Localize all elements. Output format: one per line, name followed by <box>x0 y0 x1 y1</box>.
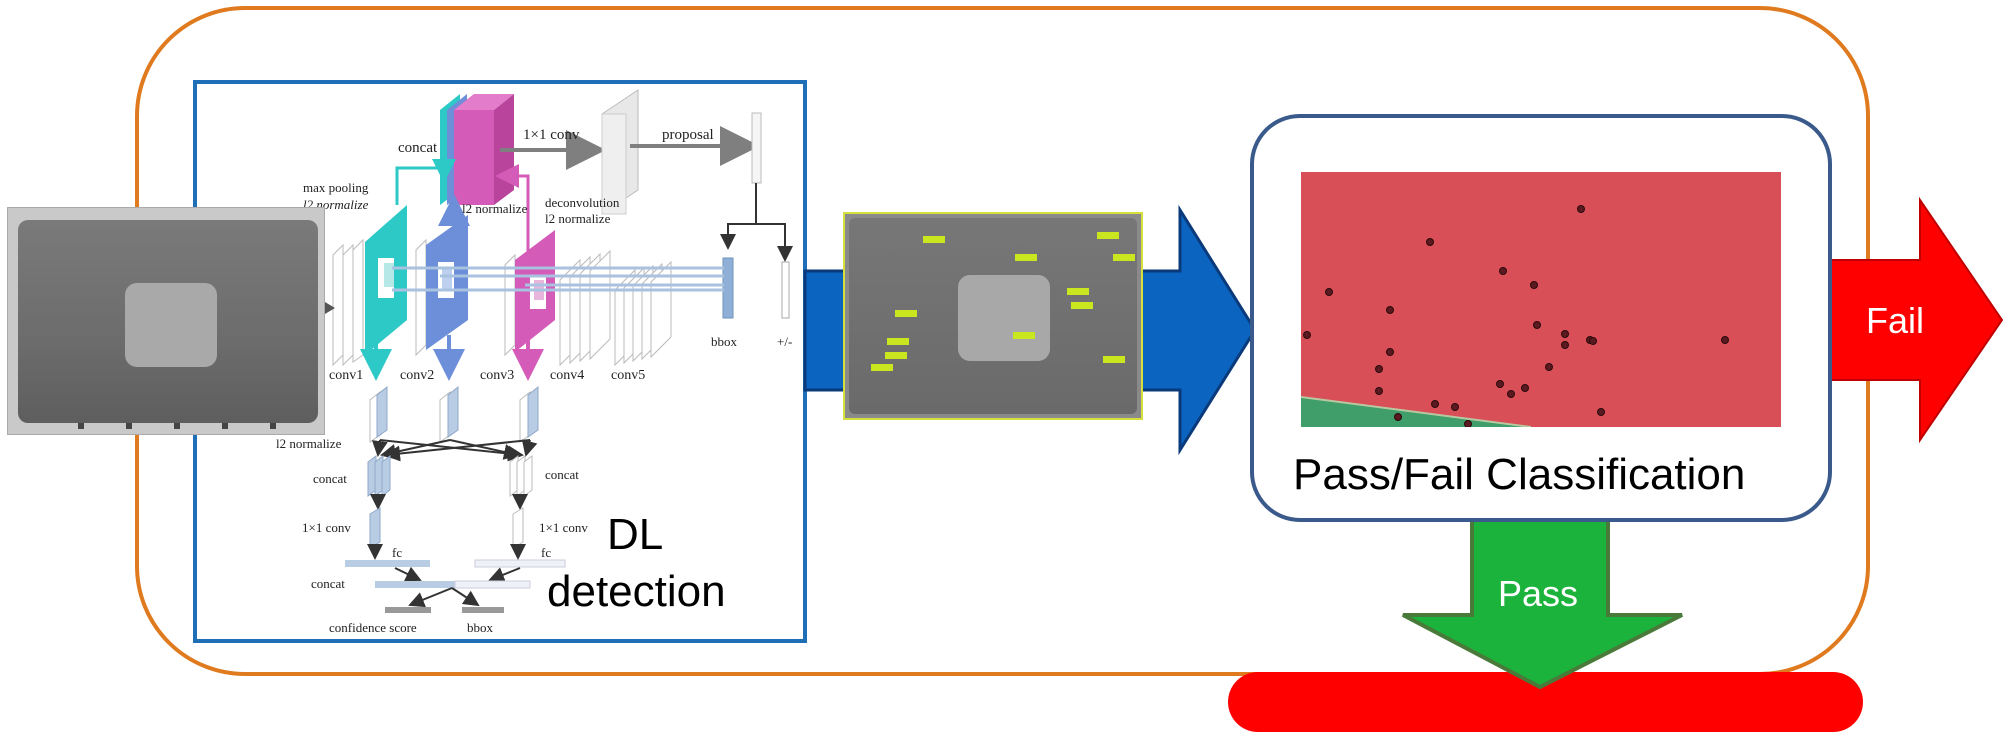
data-point <box>1533 321 1541 329</box>
network-diagram <box>332 89 793 613</box>
data-point <box>1325 288 1333 296</box>
label-plus-minus: +/- <box>777 334 793 349</box>
data-point <box>1426 238 1434 246</box>
conv2-layers <box>415 215 468 357</box>
detection-box <box>923 236 945 243</box>
label-deconvolution: deconvolution <box>545 195 620 210</box>
label-conv5: conv5 <box>611 368 646 383</box>
data-point <box>1561 330 1569 338</box>
data-point <box>1721 336 1729 344</box>
label-bbox-top: bbox <box>711 334 737 349</box>
label-concat-top: concat <box>398 140 438 156</box>
data-point <box>1499 267 1507 275</box>
cyan-maxpool <box>365 205 407 355</box>
fail-arrow <box>1822 196 2004 444</box>
label-1x1-conv-right: 1×1 conv <box>539 520 588 535</box>
detection-box <box>895 310 917 317</box>
proposal-feature-block <box>601 89 639 215</box>
detection-box <box>887 338 909 345</box>
data-point <box>1375 387 1383 395</box>
data-point <box>1597 408 1605 416</box>
pass-label: Pass <box>1498 573 1579 614</box>
detection-center-square <box>958 275 1050 361</box>
detection-box <box>1015 254 1037 261</box>
fail-label: Fail <box>1866 300 1925 341</box>
detection-box <box>1071 302 1093 309</box>
pass-arrow <box>1402 516 1683 690</box>
data-point <box>1386 306 1394 314</box>
detection-box <box>1013 332 1035 339</box>
label-max-pooling: max pooling <box>303 180 369 195</box>
conv3-layers <box>504 230 555 357</box>
label-concat-left: concat <box>313 471 347 486</box>
detection-box <box>1067 288 1089 295</box>
fail-region <box>1301 172 1781 427</box>
data-point <box>1464 420 1472 427</box>
input-xray-image <box>7 207 325 435</box>
label-1x1-conv-top: 1×1 conv <box>523 127 580 143</box>
label-confidence-score: confidence score <box>329 620 417 635</box>
data-points <box>1303 205 1729 427</box>
conv1-layers <box>332 238 364 367</box>
data-point <box>1303 331 1311 339</box>
concat-right-stack <box>509 455 533 497</box>
concat-left-stack <box>367 455 391 497</box>
input-arrow-stub <box>325 302 335 314</box>
data-point <box>1386 348 1394 356</box>
label-concat-bottom: concat <box>311 576 345 591</box>
label-l2-normalize-lower: l2 normalize <box>276 436 342 451</box>
detection-box <box>885 352 907 359</box>
data-point <box>1577 205 1585 213</box>
label-proposal: proposal <box>662 127 714 143</box>
data-point <box>1394 413 1402 421</box>
label-fc-right: fc <box>541 545 552 560</box>
label-l2-normalize-deconv: l2 normalize <box>545 211 611 226</box>
detection-box <box>1097 232 1119 239</box>
data-point <box>1530 281 1538 289</box>
xray-bottom-dots <box>78 423 278 429</box>
label-l2-normalize-mid: l2 normalize <box>462 201 528 216</box>
label-fc-left: fc <box>392 545 403 560</box>
dl-title-line1: DL <box>607 510 664 559</box>
label-concat-right: concat <box>545 467 579 482</box>
detection-result-image <box>843 212 1143 420</box>
data-point <box>1496 380 1504 388</box>
data-point <box>1451 403 1459 411</box>
label-conv1: conv1 <box>329 368 364 383</box>
data-point <box>1545 363 1553 371</box>
label-conv4: conv4 <box>550 368 585 383</box>
data-point <box>1521 384 1529 392</box>
detection-box <box>1113 254 1135 261</box>
detection-box <box>1103 356 1125 363</box>
label-1x1-conv-left: 1×1 conv <box>302 520 351 535</box>
label-bbox-bottom: bbox <box>467 620 493 635</box>
data-point <box>1589 337 1597 345</box>
xray-center-square <box>125 283 217 367</box>
dl-title-line2: detection <box>547 567 726 616</box>
data-point <box>1375 365 1383 373</box>
detection-box <box>871 364 893 371</box>
label-conv2: conv2 <box>400 368 435 383</box>
data-point <box>1507 390 1515 398</box>
data-point <box>1431 400 1439 408</box>
decision-region-plot <box>1301 172 1781 427</box>
decision-boundary <box>1301 396 1532 427</box>
data-point <box>1561 341 1569 349</box>
classification-title: Pass/Fail Classification <box>1293 450 1746 499</box>
label-conv3: conv3 <box>480 368 515 383</box>
